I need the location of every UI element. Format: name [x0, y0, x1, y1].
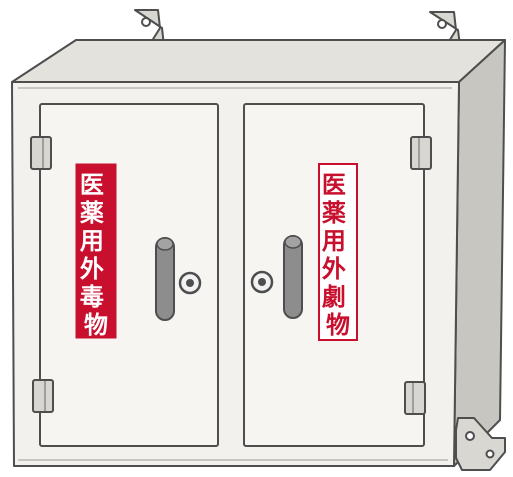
keyhole-icon — [250, 270, 274, 294]
svg-text:医 薬 用: 医 薬 用 外 劇 物 — [322, 171, 354, 339]
label-char: 医 — [322, 171, 346, 199]
left-hinge-bottom — [32, 379, 54, 413]
cabinet-top-face — [11, 39, 506, 83]
label-char: 用 — [80, 227, 104, 255]
label-char: 薬 — [80, 199, 104, 227]
label-char: 医 — [80, 171, 104, 199]
left-door-label: 医 薬 用 外 毒 物 — [75, 163, 117, 339]
label-char: 劇 — [322, 283, 346, 311]
right-door-handle — [283, 235, 303, 319]
cabinet-side-face — [453, 39, 506, 467]
left-hinge-top — [30, 136, 52, 170]
label-char: 用 — [322, 227, 346, 255]
mounting-bracket-bottom-right — [455, 417, 506, 471]
label-char: 外 — [322, 255, 346, 283]
right-door-label: 医 薬 用 外 劇 物 — [318, 163, 358, 341]
right-hinge-top — [410, 136, 432, 170]
keyhole-icon — [178, 271, 202, 295]
label-char: 物 — [326, 311, 350, 339]
label-char: 外 — [80, 255, 104, 283]
label-char: 毒 — [80, 283, 104, 311]
right-hinge-bottom — [404, 381, 426, 415]
label-char: 物 — [84, 311, 108, 339]
svg-text:医 薬 用: 医 薬 用 外 毒 物 — [80, 171, 112, 339]
label-char: 薬 — [322, 199, 346, 227]
left-door-handle — [155, 237, 175, 321]
